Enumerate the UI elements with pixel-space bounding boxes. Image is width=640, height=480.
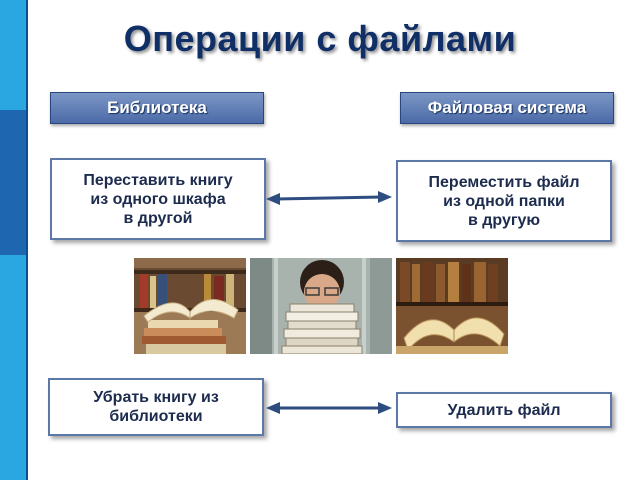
filesystem-move-card: Переместить файл из одной папки в другую (396, 160, 612, 242)
slide-title: Операции с файлами (123, 18, 517, 59)
card-line: из одного шкафа (90, 190, 226, 208)
card-line: библиотеки (109, 408, 203, 425)
card-line: Убрать книгу из (93, 389, 219, 406)
card-line: в другую (467, 211, 541, 229)
card-line: в другой (123, 209, 193, 227)
filesystem-delete-card: Удалить файл (396, 392, 612, 428)
filesystem-header: Файловая система (400, 92, 614, 124)
card-line: из одной папки (443, 192, 565, 210)
library-move-card: Переставить книгу из одного шкафа в друг… (50, 158, 266, 240)
open-old-books-photo (396, 258, 508, 354)
student-behind-books-photo (250, 258, 392, 354)
card-line: Переставить книгу (83, 171, 233, 189)
side-accent-bar (0, 0, 28, 480)
double-arrow-icon (266, 402, 392, 414)
card-line: Переместить файл (428, 173, 580, 191)
library-header: Библиотека (50, 92, 264, 124)
library-remove-card: Убрать книгу из библиотеки (48, 378, 264, 436)
double-arrow-icon (266, 191, 392, 205)
photo-strip (134, 258, 508, 354)
card-line: Удалить файл (447, 401, 561, 419)
books-on-table-photo (134, 258, 246, 354)
